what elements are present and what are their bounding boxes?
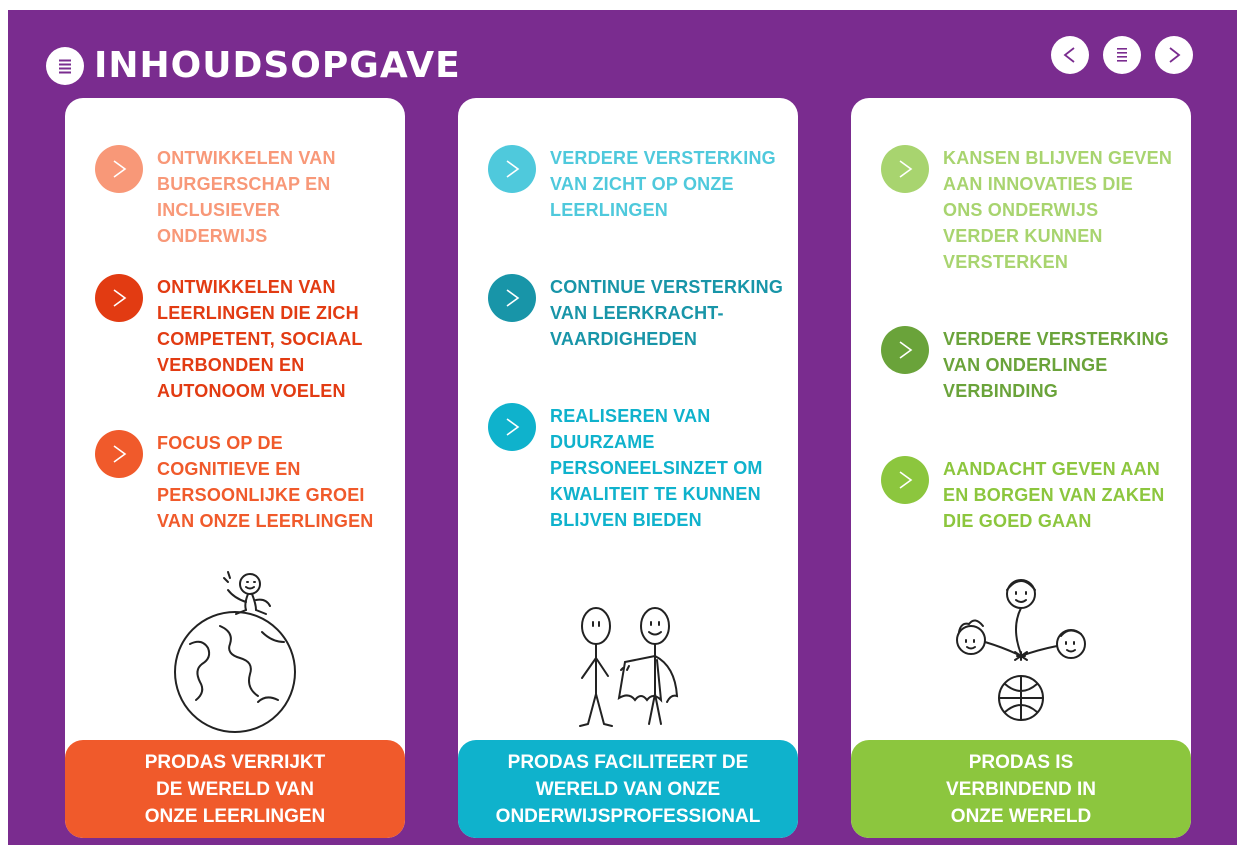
toc-item-label: VERDERE VERSTERKING VAN ONDERLINGE VERBI… [943,329,1169,401]
chevron-right-icon [95,274,143,322]
two-people-illustration [579,607,679,727]
toc-item[interactable]: VERDERE VERSTERKING VAN ONDERLINGE VERBI… [881,326,1177,404]
chevron-right-icon [95,145,143,193]
toc-item-label: REALISEREN VAN DUURZAME PERSONEELSINZET … [550,406,763,530]
page-background: INHOUDSOPGAVE ONTWIK [8,10,1237,845]
toc-item-label: VERDERE VERSTERKING VAN ZICHT OP ONZE LE… [550,148,776,220]
toc-item[interactable]: REALISEREN VAN DUURZAME PERSONEELSINZET … [488,403,784,533]
chevron-right-icon [488,145,536,193]
toc-item[interactable]: AANDACHT GEVEN AAN EN BORGEN VAN ZAKEN D… [881,456,1177,534]
connected-people-illustration [956,579,1086,721]
page-header: INHOUDSOPGAVE [46,47,461,85]
column-footer-button[interactable]: PRODAS VERRIJKT DE WERELD VAN ONZE LEERL… [65,740,405,838]
page-title: INHOUDSOPGAVE [94,45,461,86]
chevron-right-icon [488,274,536,322]
column-footer-button[interactable]: PRODAS IS VERBINDEND IN ONZE WERELD [851,740,1191,838]
toc-item[interactable]: VERDERE VERSTERKING VAN ZICHT OP ONZE LE… [488,145,784,223]
column-footer-button[interactable]: PRODAS FACILITEERT DE WERELD VAN ONZE ON… [458,740,798,838]
toc-item-label: AANDACHT GEVEN AAN EN BORGEN VAN ZAKEN D… [943,459,1165,531]
toc-item-label: ONTWIKKELEN VAN BURGERSCHAP EN INCLUSIEV… [157,148,336,246]
contents-button[interactable] [1103,36,1141,74]
previous-button[interactable] [1051,36,1089,74]
toc-item-label: ONTWIKKELEN VAN LEERLINGEN DIE ZICH COMP… [157,277,363,401]
toc-item-label: KANSEN BLIJVEN GEVEN AAN INNOVATIES DIE … [943,148,1173,272]
toc-item[interactable]: FOCUS OP DE COGNITIEVE EN PERSOONLIJKE G… [95,430,391,534]
footer-label: PRODAS FACILITEERT DE WERELD VAN ONZE ON… [495,751,761,827]
toc-item[interactable]: CONTINUE VERSTERKING VAN LEERKRACHT-VAAR… [488,274,784,352]
next-button[interactable] [1155,36,1193,74]
column-card-verbinding: KANSEN BLIJVEN GEVEN AAN INNOVATIES DIE … [851,98,1191,838]
globe-illustration [174,571,296,733]
toc-item-label: FOCUS OP DE COGNITIEVE EN PERSOONLIJKE G… [157,433,374,531]
column-card-onderwijsprofessional: VERDERE VERSTERKING VAN ZICHT OP ONZE LE… [458,98,798,838]
toc-item[interactable]: KANSEN BLIJVEN GEVEN AAN INNOVATIES DIE … [881,145,1177,275]
footer-label: PRODAS VERRIJKT DE WERELD VAN ONZE LEERL… [144,751,326,827]
chevron-right-icon [488,403,536,451]
menu-button[interactable] [46,47,84,85]
toc-item[interactable]: ONTWIKKELEN VAN LEERLINGEN DIE ZICH COMP… [95,274,391,404]
top-navigation [1051,36,1193,74]
chevron-right-icon [881,456,929,504]
toc-item-label: CONTINUE VERSTERKING VAN LEERKRACHT-VAAR… [550,277,784,349]
chevron-right-icon [881,145,929,193]
menu-icon [59,59,71,74]
footer-label: PRODAS IS VERBINDEND IN ONZE WERELD [946,751,1096,827]
chevron-right-icon [881,326,929,374]
column-card-leerlingen: ONTWIKKELEN VAN BURGERSCHAP EN INCLUSIEV… [65,98,405,838]
toc-item[interactable]: ONTWIKKELEN VAN BURGERSCHAP EN INCLUSIEV… [95,145,391,249]
chevron-right-icon [1169,47,1181,63]
chevron-left-icon [1063,47,1075,63]
menu-icon [1117,48,1127,62]
chevron-right-icon [95,430,143,478]
